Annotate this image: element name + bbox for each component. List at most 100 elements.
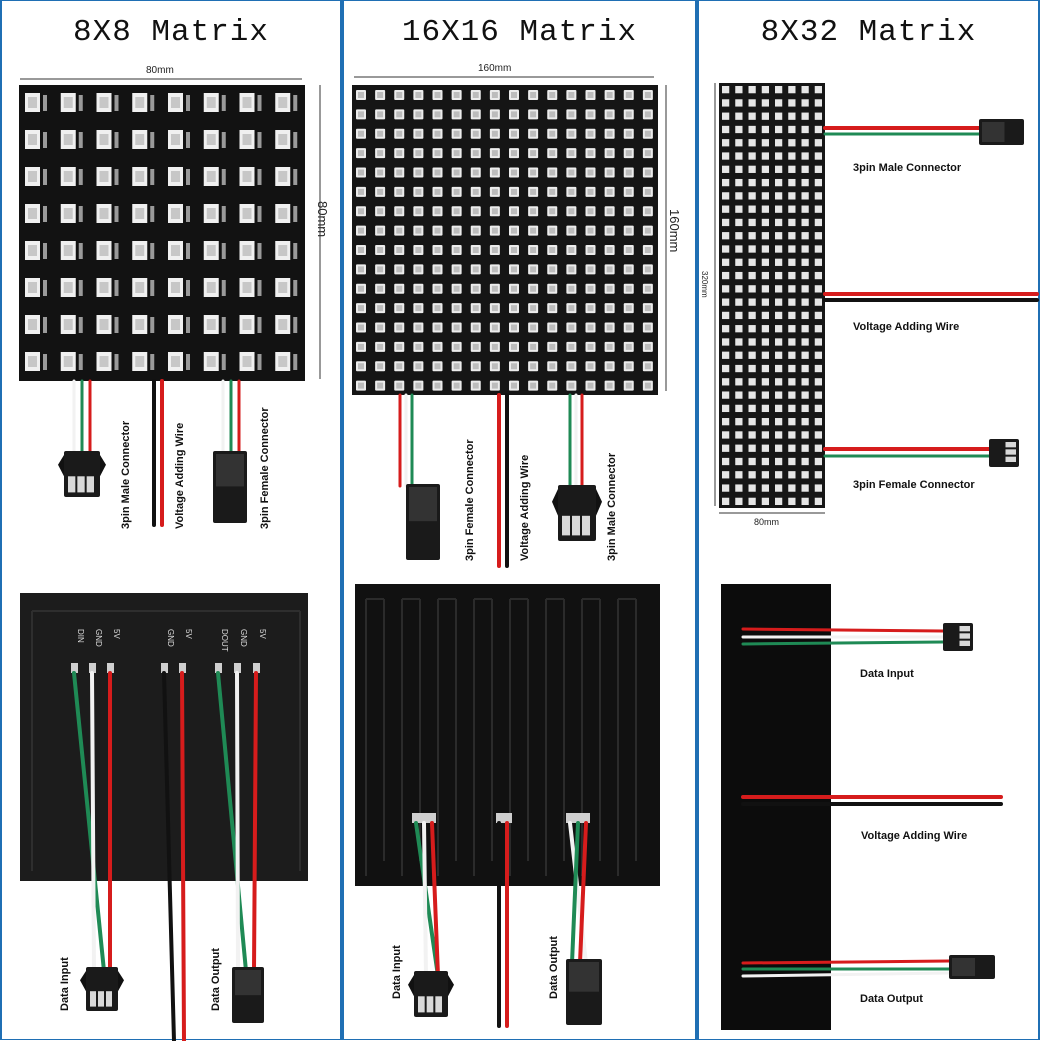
led-core [135,356,145,367]
led-core [242,282,252,293]
led [801,152,809,160]
led-core [453,266,460,273]
capacitor [186,169,190,185]
led-core [358,247,364,253]
led [775,364,783,373]
led-core [99,171,109,182]
led-core [434,111,441,118]
led-core [358,363,364,370]
led [814,139,822,147]
led-core [396,227,403,234]
capacitor [186,354,190,370]
led-core [396,343,403,350]
label-voltage-wire: Voltage Adding Wire [519,454,531,561]
led-core [587,208,594,215]
label-female-connector: 3pin Female Connector [464,439,476,561]
led-core [472,227,479,234]
led [814,378,822,386]
led [814,152,822,160]
solder-pad [234,663,241,673]
data-out-green [216,671,248,973]
led-core [625,150,632,157]
led [761,418,769,426]
led [722,218,730,227]
led-core [63,97,73,108]
led [735,99,743,107]
led-core [358,208,364,215]
led [748,391,756,399]
led [775,99,783,107]
led [801,404,809,413]
led-core [511,266,517,273]
led-core [358,227,364,234]
led [748,271,756,280]
led [801,364,809,373]
led-core [396,208,403,215]
led [761,325,769,333]
solder-pad [215,663,222,673]
led-core [511,111,517,118]
led-core [549,169,556,176]
panel-title: 8X32 Matrix [760,15,977,50]
led-core [568,111,575,118]
led [748,378,756,386]
led [775,338,783,346]
led [761,139,769,147]
led-core [99,134,109,145]
led [801,112,809,120]
capacitor [293,243,298,259]
led-core [135,171,145,182]
led [722,444,730,452]
led-core [511,363,517,370]
pcb-trace [31,610,301,871]
led-core [242,208,252,219]
male-connector-pin [582,515,590,536]
led-core [644,247,651,253]
led [722,351,730,359]
pcb-trace [545,598,565,876]
led-core [530,188,537,195]
led-core [511,247,517,253]
led [814,258,822,266]
led [761,112,769,120]
led-core [396,285,403,292]
led [775,271,783,280]
led [761,152,769,160]
led [761,165,769,173]
led-core [644,227,651,234]
data-input-connector-latch [80,971,86,992]
led-core [625,363,632,370]
led [735,258,743,266]
led-core [472,363,479,370]
matrix-board [19,85,305,381]
led [735,285,743,293]
led-core [568,285,575,292]
led-core [63,208,73,219]
led [735,404,743,413]
led-core [511,92,517,98]
led [775,311,783,320]
matrix-board [719,83,825,508]
led [735,139,743,147]
led [788,378,796,386]
led [814,431,822,439]
led [735,165,743,173]
pcb-trace [617,598,637,876]
led [788,325,796,333]
data-input-connector-pin [98,991,104,1007]
led [748,457,756,466]
solder-pad [107,663,114,673]
capacitor [43,132,47,148]
led-core [358,285,364,292]
male-connector-latch [552,489,558,516]
led [748,497,756,505]
led-core [99,356,109,367]
led-core [28,208,37,219]
led-core [472,208,479,215]
led-core [377,169,384,176]
capacitor [150,354,155,370]
panel-8x32: 8X32 Matrix 80mm 320mm 3pin Male Connect… [697,0,1040,1040]
capacitor [186,243,190,259]
led [788,497,796,505]
led-core [530,130,537,137]
